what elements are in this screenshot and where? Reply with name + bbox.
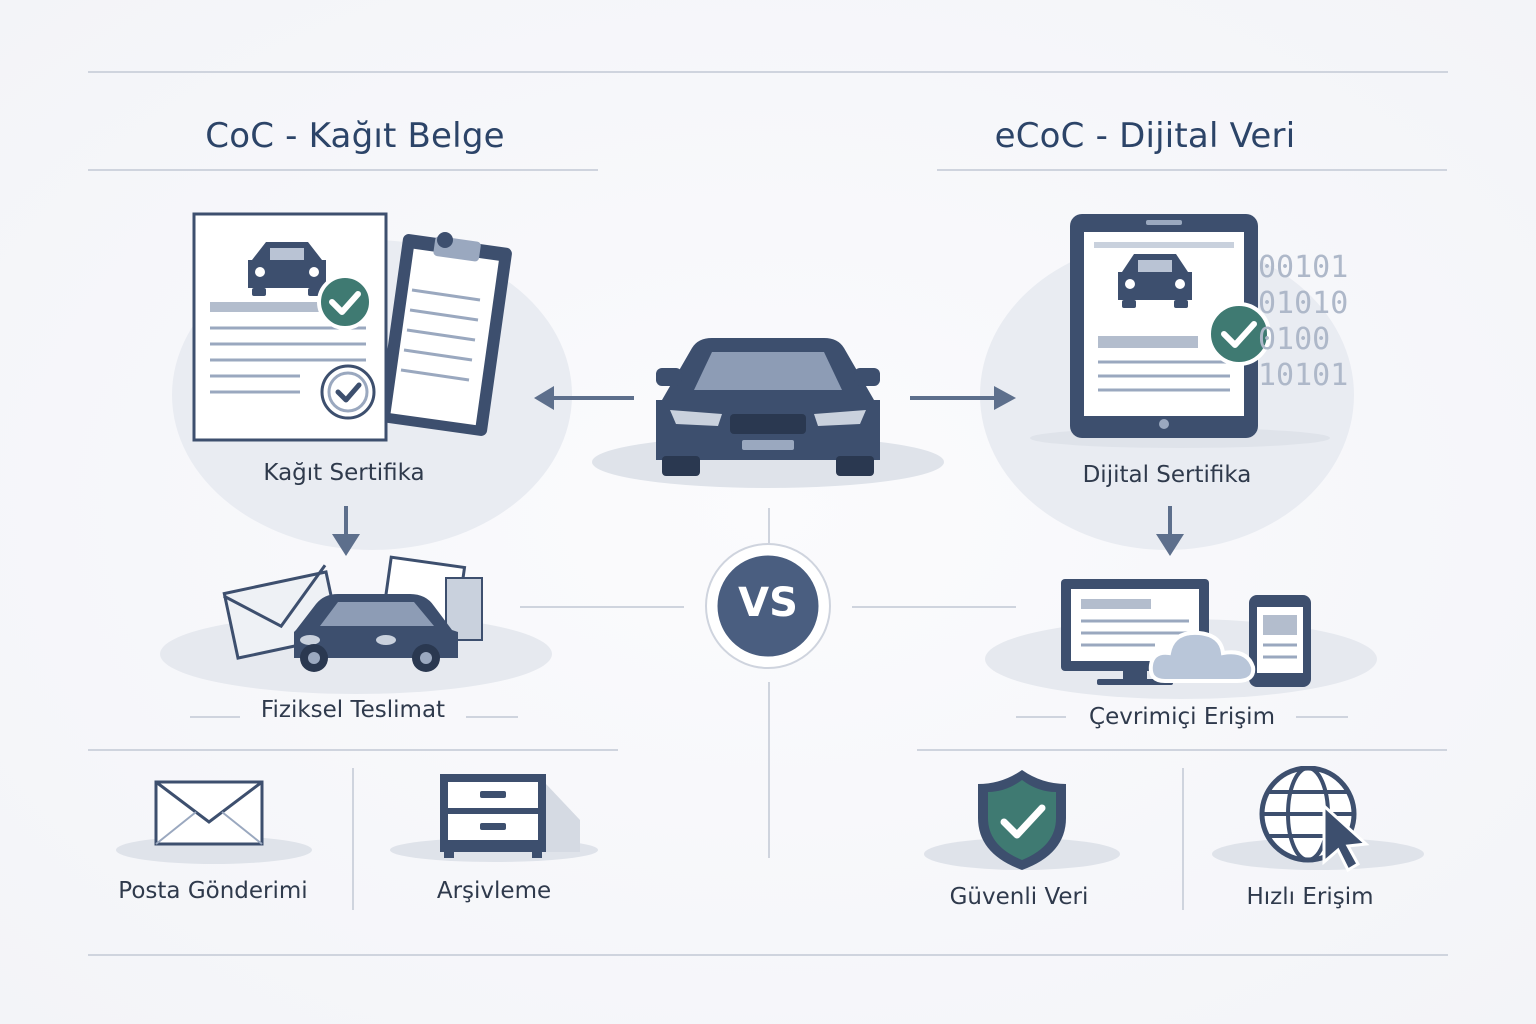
online-access-icons <box>985 575 1380 705</box>
check-badge-icon <box>317 274 373 330</box>
clipboard-icon <box>378 232 512 436</box>
binary-line: 01010 <box>1258 286 1349 321</box>
shield-check-icon <box>924 766 1120 874</box>
car-icon <box>592 330 944 490</box>
left-label-dash-a <box>190 716 240 718</box>
arrow-left-icon <box>530 383 640 413</box>
vs-text: VS <box>738 580 798 626</box>
left-feature-separator <box>352 768 354 910</box>
left-title-underline <box>88 169 598 171</box>
binary-data-icon: 00101 01010 0100 10101 <box>1258 250 1348 394</box>
car-delivery-icon <box>160 550 560 700</box>
feature-guvenli-label: Güvenli Veri <box>949 884 1089 910</box>
feature-arsivleme-label: Arşivleme <box>436 878 552 904</box>
check-badge-icon <box>1207 302 1271 366</box>
right-feature-separator <box>1182 768 1184 910</box>
arrow-down-right-icon <box>1152 504 1188 560</box>
binary-line: 00101 <box>1258 250 1349 285</box>
vs-badge <box>704 542 832 670</box>
feature-hizli-label: Hızlı Erişim <box>1246 884 1374 910</box>
left-label-dash-b <box>466 716 518 718</box>
binary-line: 0100 <box>1258 322 1331 357</box>
globe-cursor-icon <box>1212 766 1424 874</box>
center-line-right <box>852 606 1016 608</box>
right-features-divider <box>917 749 1447 751</box>
paper-certificate-label: Kağıt Sertifika <box>263 460 425 486</box>
online-access-label: Çevrimiçi Erişim <box>1089 704 1275 730</box>
phone-icon <box>1249 595 1311 687</box>
cloud-icon <box>1148 630 1256 683</box>
digital-certificate-label: Dijital Sertifika <box>1082 462 1252 488</box>
right-label-dash-b <box>1296 716 1348 718</box>
left-title: CoC - Kağıt Belge <box>205 116 505 156</box>
bottom-divider <box>88 954 1448 956</box>
arrow-right-icon <box>906 383 1020 413</box>
arrow-down-left-icon <box>328 504 364 560</box>
paper-certificate-icon <box>190 210 520 450</box>
envelope-icon <box>116 776 316 866</box>
center-line-lower <box>768 682 770 858</box>
tablet-icon <box>1030 210 1340 450</box>
top-divider <box>88 71 1448 73</box>
right-title: eCoC - Dijital Veri <box>994 116 1296 156</box>
center-line-left <box>520 606 684 608</box>
physical-delivery-label: Fiziksel Teslimat <box>260 697 446 723</box>
feature-posta-label: Posta Gönderimi <box>118 878 308 904</box>
binary-line: 10101 <box>1258 358 1349 393</box>
left-features-divider <box>88 749 618 751</box>
center-line-upper <box>768 508 770 566</box>
right-label-dash-a <box>1016 716 1066 718</box>
right-title-underline <box>937 169 1447 171</box>
archive-cabinet-icon <box>390 770 602 862</box>
